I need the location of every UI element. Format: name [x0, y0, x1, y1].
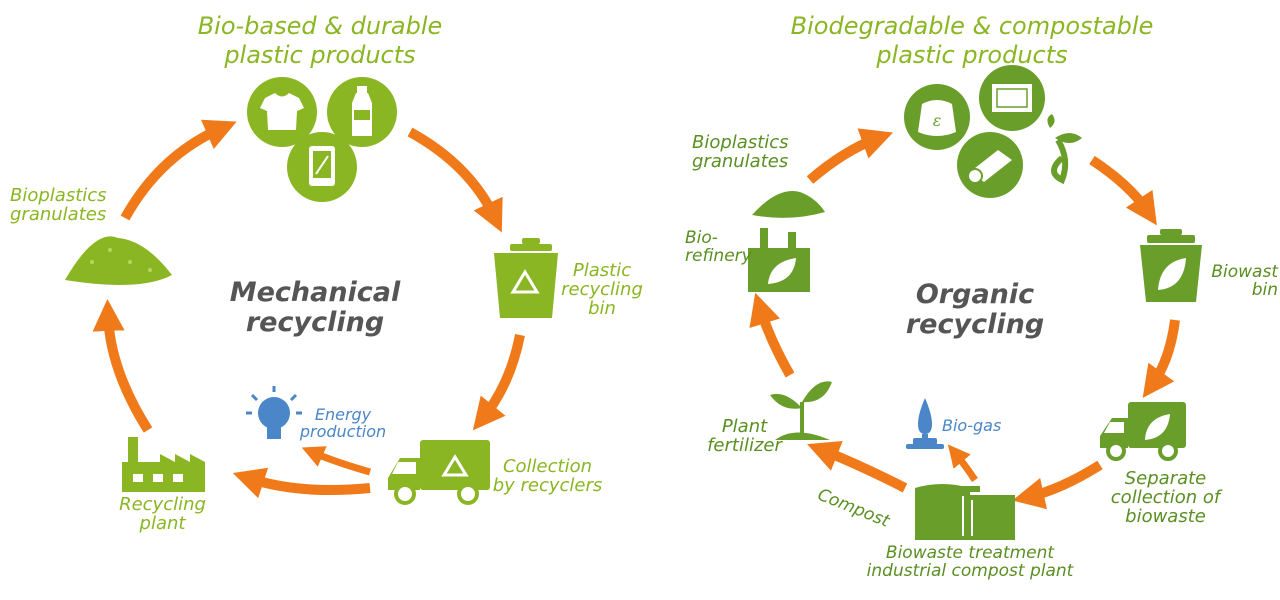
separate-collection-line1: Separate [1124, 468, 1207, 489]
mechanical-granulates-line1: Bioplastics [10, 185, 107, 206]
plastic-bin-line1: Plastic [572, 260, 632, 281]
plant-fertilizer-line1: Plant [721, 416, 768, 437]
collection-recyclers-line2: by recyclers [492, 474, 603, 496]
organic-cycle-arrows [749, 128, 1180, 510]
organic-title-line2: plastic products [876, 40, 1068, 69]
organic-granulates-line2: granulates [692, 150, 789, 172]
separate-collection-label: Separate collection of biowaste [1098, 468, 1233, 527]
tablet-icon [287, 132, 357, 202]
factory-icon [122, 437, 205, 492]
mechanical-granulates-label: Bioplastics granulates [10, 185, 150, 225]
bottle-icon [327, 77, 397, 147]
biogas-text: Bio-gas [942, 416, 1002, 435]
collection-recyclers-line1: Collection [502, 456, 593, 477]
seedling-plant-icon [770, 381, 832, 440]
mechanical-center-title: Mechanical recycling [205, 277, 425, 339]
biowaste-bin-icon [1140, 229, 1202, 302]
light-bulb-icon [246, 386, 302, 439]
organic-center-line1: Organic [915, 279, 1035, 310]
roll-icon [957, 132, 1023, 198]
biorefinery-line2: refinery [685, 245, 752, 266]
treatment-plant-line2: industrial compost plant [866, 560, 1074, 581]
organic-title-line1: Biodegradable & compostable [790, 12, 1154, 40]
organic-granulates-pile-icon [752, 190, 825, 218]
arrow-granulates-to-organic-products [806, 128, 894, 184]
organic-center-title: Organic recycling [885, 279, 1065, 341]
mechanical-granulates-line2: granulates [10, 203, 107, 225]
mechanical-products-title: Bio-based & durable plastic products [170, 12, 470, 70]
recycling-truck-icon [388, 440, 490, 505]
organic-granulates-label: Bioplastics granulates [692, 132, 817, 172]
seedling-logo-icon [1047, 114, 1082, 185]
arrow-collection-to-energy [301, 446, 371, 476]
separate-collection-line3: biowaste [1125, 505, 1206, 527]
organic-granulates-line1: Bioplastics [692, 132, 789, 153]
biogas-label: Bio-gas [942, 416, 1022, 435]
mechanical-title-line2: plastic products [224, 40, 416, 69]
recycling-plant-line1: Recycling [119, 494, 206, 515]
recycling-plant-line2: plant [139, 512, 186, 534]
treatment-plant-label: Biowaste treatment industrial compost pl… [835, 543, 1105, 581]
arrow-bin-to-separate-collection [1142, 319, 1180, 398]
arrow-collection-to-treatment [1012, 460, 1103, 510]
mechanical-center-line1: Mechanical [229, 277, 401, 308]
plastic-bin-line2: recycling [561, 278, 643, 300]
mechanical-title-line1: Bio-based & durable [197, 12, 443, 40]
mechanical-center-line2: recycling [245, 307, 385, 339]
arrow-granulates-to-products [120, 119, 237, 221]
plastic-bin-label: Plastic recycling bin [556, 260, 648, 319]
arrow-plant-to-granulates [92, 299, 153, 433]
energy-production-label: Energy production [288, 405, 398, 441]
biowaste-bin-line1: Biowast [1211, 262, 1278, 282]
treatment-plant-line1: Biowaste treatment [885, 543, 1055, 563]
separate-collection-line2: collection of [1110, 486, 1221, 508]
plastic-recycling-bin-icon [494, 238, 558, 318]
t-shirt-icon [247, 77, 317, 147]
biowaste-truck-icon [1100, 402, 1186, 461]
arrow-treatment-to-biogas [947, 444, 978, 482]
plant-fertilizer-label: Plant fertilizer [697, 416, 792, 456]
arrow-fertilizer-to-biorefinery [749, 292, 795, 378]
arrow-collection-to-plant [232, 467, 371, 499]
arrow-treatment-to-fertilizer [807, 440, 908, 493]
plastic-bin-line3: bin [588, 297, 616, 319]
compost-bag-icon: ε [904, 84, 970, 150]
film-icon [979, 65, 1045, 131]
biowaste-bin-line2: bin [1251, 279, 1278, 300]
biorefinery-icon [748, 228, 810, 292]
arrow-products-to-bin [407, 127, 503, 233]
granulates-pile-icon [65, 236, 172, 285]
plant-fertilizer-line2: fertilizer [707, 434, 782, 456]
biorefinery-line1: Bio- [685, 228, 718, 248]
biogas-flame-icon [906, 398, 944, 449]
arrow-bin-to-collection [472, 334, 525, 431]
organic-products-title: Biodegradable & compostable plastic prod… [762, 12, 1182, 70]
organic-center-line2: recycling [905, 309, 1045, 341]
compost-plant-icon [915, 484, 1015, 540]
biorefinery-label: Bio- refinery [685, 228, 755, 266]
mechanical-cycle-arrows [92, 119, 525, 499]
svg-text:ε: ε [933, 111, 942, 130]
energy-production-line2: production [299, 421, 387, 441]
collection-recyclers-label: Collection by recyclers [480, 456, 615, 496]
energy-production-line1: Energy [314, 405, 372, 424]
recycling-plant-label: Recycling plant [110, 494, 215, 534]
arrow-organic-products-to-bin [1089, 155, 1157, 226]
biowaste-bin-label: Biowast bin [1196, 262, 1278, 300]
